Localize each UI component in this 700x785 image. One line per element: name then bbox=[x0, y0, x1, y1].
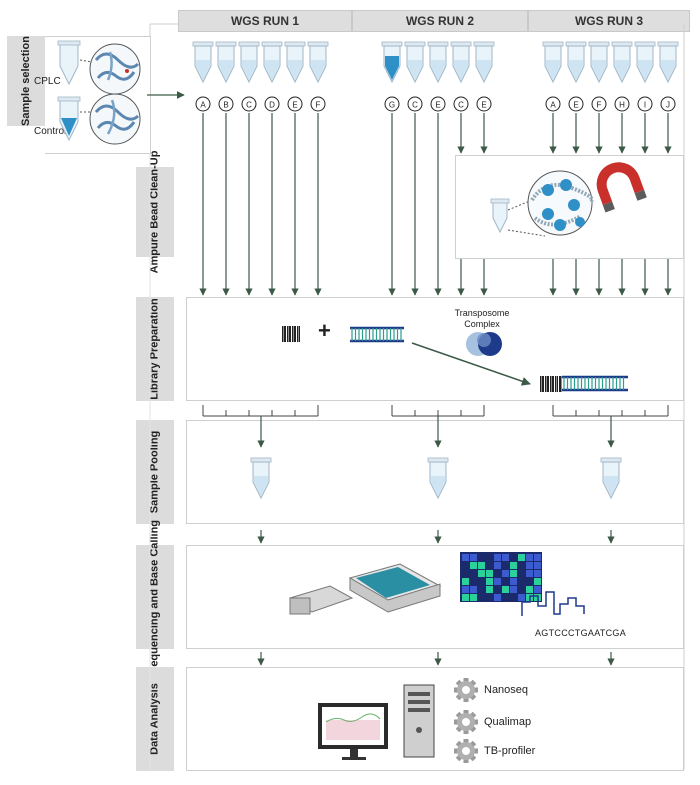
svg-text:B: B bbox=[223, 101, 228, 110]
svg-text:E: E bbox=[573, 101, 578, 110]
stage-label-library: Library Preparation bbox=[136, 297, 174, 401]
control-label: Control bbox=[34, 126, 67, 137]
run-header-3: WGS RUN 3 bbox=[528, 10, 690, 32]
cplc-label: CPLC bbox=[34, 76, 61, 87]
tool-nanoseq: Nanoseq bbox=[484, 684, 529, 696]
sample-run2-1: C bbox=[404, 41, 426, 296]
stage-label-pooling: Sample Pooling bbox=[136, 420, 174, 524]
sample-run1-4: E bbox=[284, 41, 306, 296]
stage-label-analysis: Data Analysis bbox=[136, 667, 174, 771]
plus-sign: + bbox=[318, 318, 331, 343]
svg-text:H: H bbox=[619, 101, 625, 110]
analysis-panel bbox=[186, 667, 684, 771]
svg-text:E: E bbox=[435, 101, 440, 110]
sample-run2-2: E bbox=[427, 41, 449, 296]
library-panel bbox=[186, 297, 684, 401]
stage-label-ampure: Ampure Bead Clean-Up bbox=[136, 151, 174, 273]
svg-text:D: D bbox=[269, 101, 275, 110]
ampure-panel bbox=[455, 155, 684, 259]
sample-run1-2: C bbox=[238, 41, 260, 296]
svg-text:A: A bbox=[200, 101, 206, 110]
sample-run1-3: D bbox=[261, 41, 283, 296]
svg-text:F: F bbox=[316, 101, 321, 110]
svg-text:F: F bbox=[597, 101, 602, 110]
svg-text:C: C bbox=[412, 101, 418, 110]
sample-selection-label: Sample selection bbox=[7, 36, 45, 126]
sample-run1-0: A bbox=[192, 41, 214, 296]
svg-text:G: G bbox=[389, 101, 395, 110]
sequence-text: AGTCCCTGAATCGA bbox=[535, 628, 627, 638]
svg-text:E: E bbox=[481, 101, 486, 110]
run-header-1: WGS RUN 1 bbox=[178, 10, 352, 32]
sample-run2-0: G bbox=[381, 41, 403, 296]
svg-text:E: E bbox=[292, 101, 297, 110]
pooling-panel bbox=[186, 420, 684, 524]
svg-text:A: A bbox=[550, 101, 556, 110]
svg-text:C: C bbox=[246, 101, 252, 110]
sample-run1-5: F bbox=[307, 41, 329, 296]
svg-text:J: J bbox=[666, 101, 670, 110]
svg-text:C: C bbox=[458, 101, 464, 110]
tool-qualimap: Qualimap bbox=[484, 716, 532, 728]
svg-text:I: I bbox=[644, 101, 646, 110]
run-header-2: WGS RUN 2 bbox=[352, 10, 528, 32]
tool-tbprofiler: TB-profiler bbox=[484, 745, 536, 757]
stage-label-sequencing: Sequencing and Base Calling bbox=[136, 520, 174, 674]
sample-run1-1: B bbox=[215, 41, 237, 296]
transposome-label: Transposome Complex bbox=[454, 308, 510, 329]
